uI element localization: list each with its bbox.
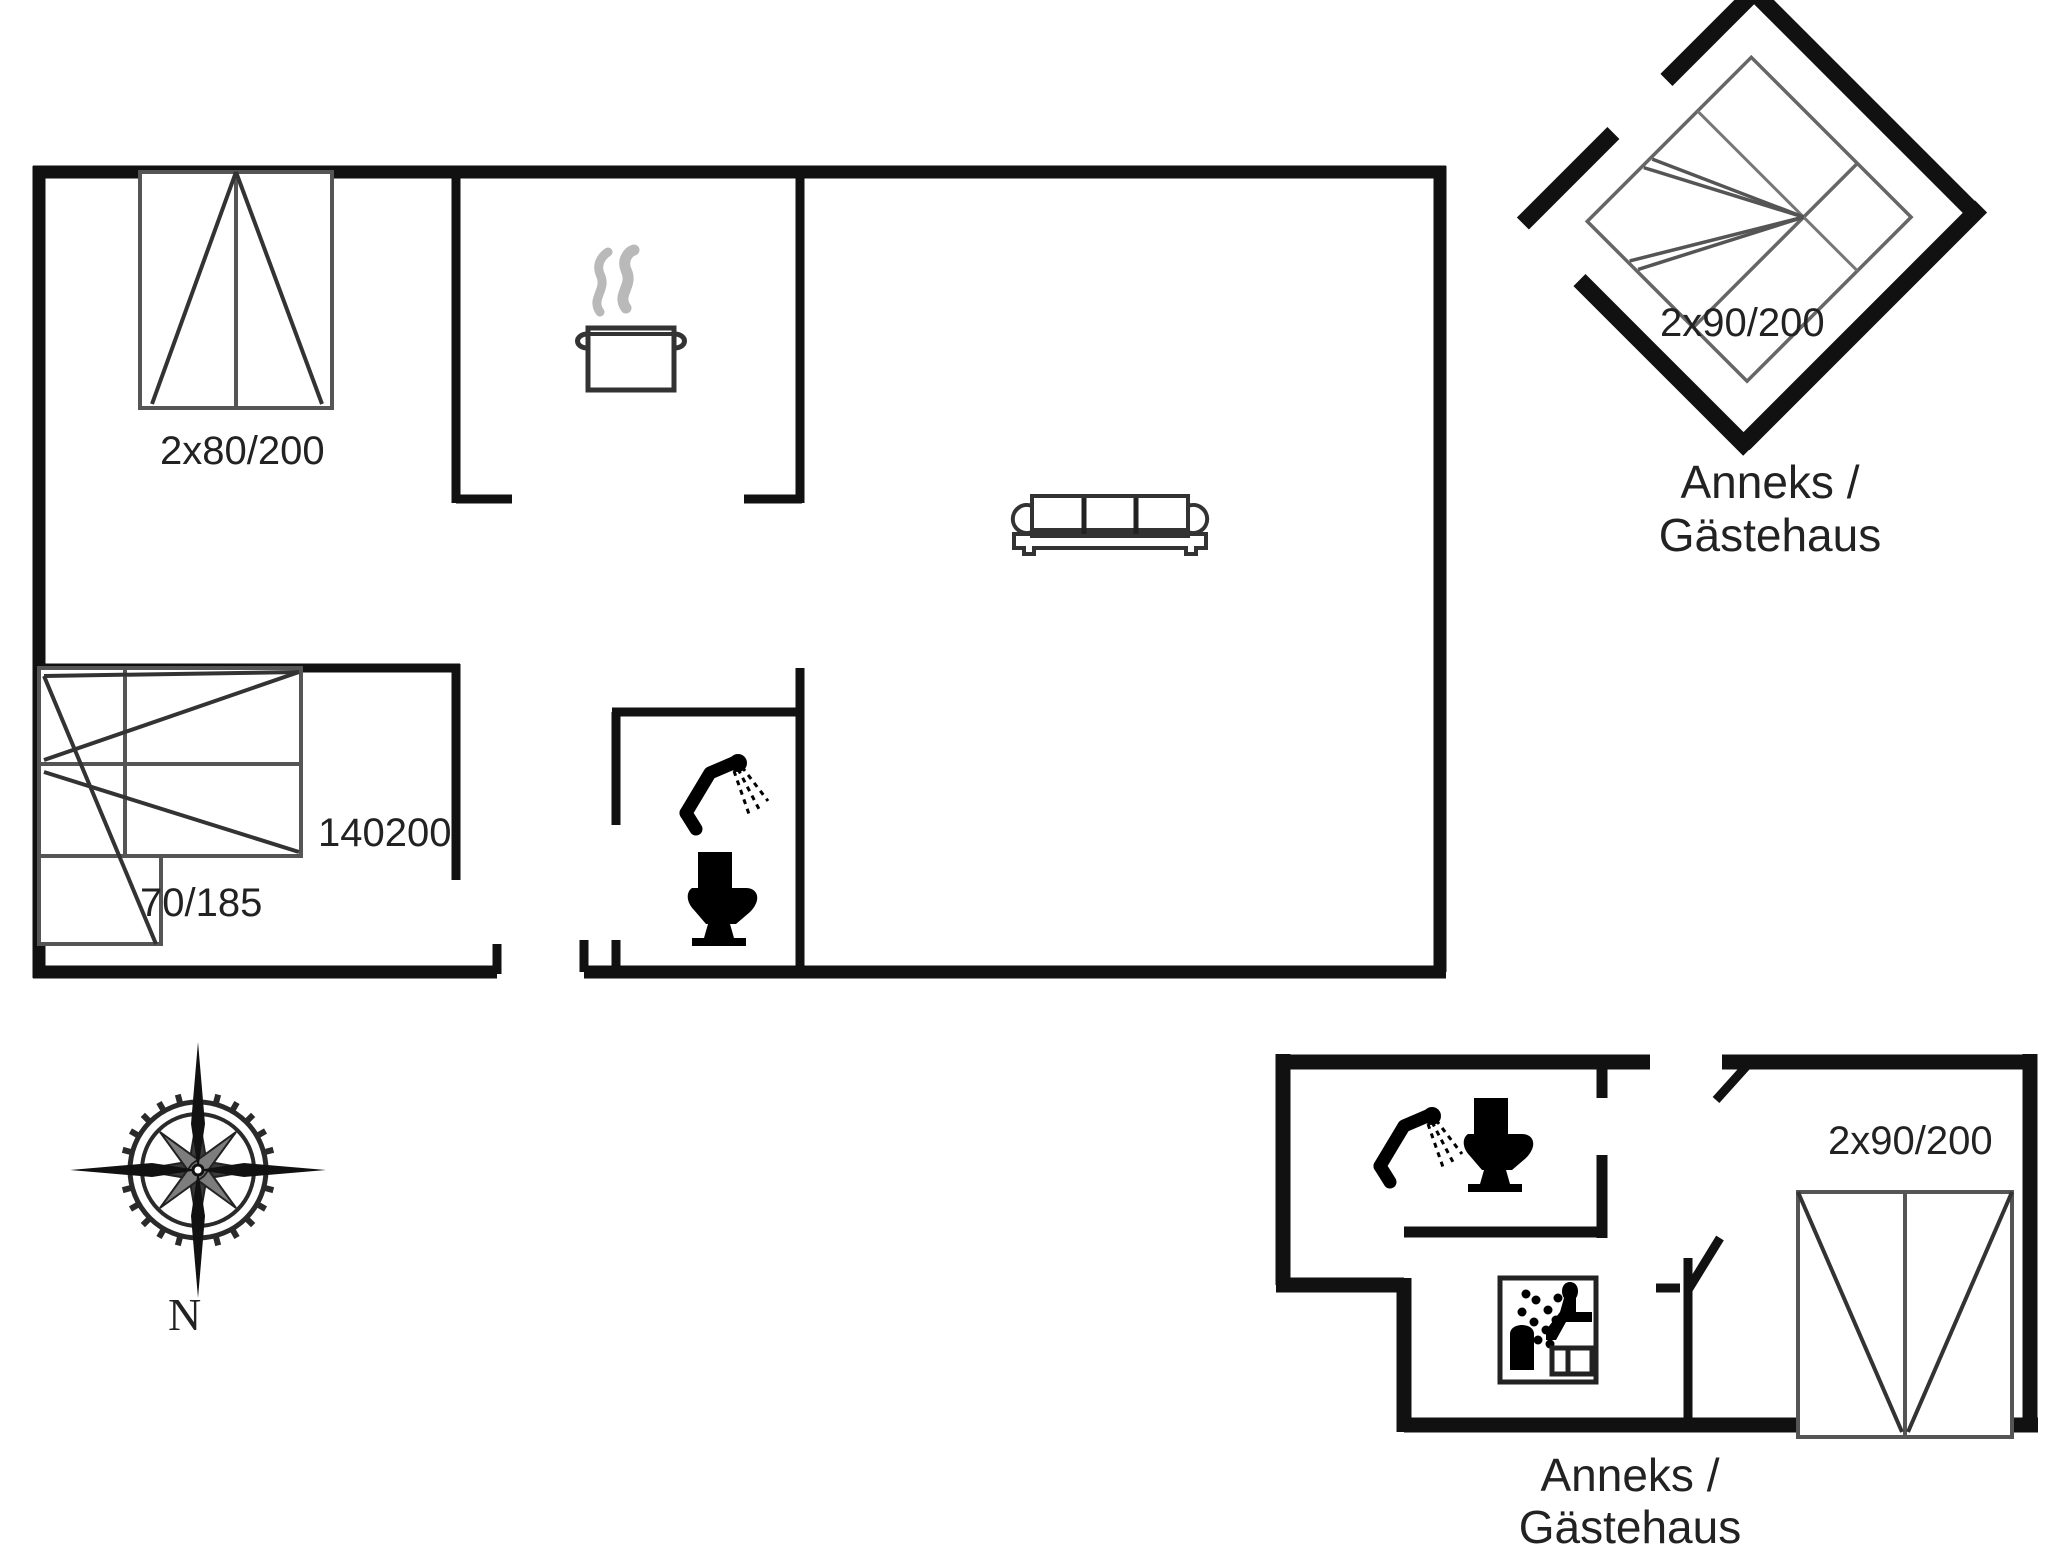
dimension-door-lower-left: 70/185 xyxy=(140,881,263,925)
compass-north-label: N xyxy=(168,1289,202,1340)
annex-bottom-group xyxy=(1275,1054,2038,1439)
annex-bottom-caption-line2: Gästehaus xyxy=(1518,1501,1742,1553)
shower-icon xyxy=(1380,1107,1462,1182)
annex-top-caption-line2: Gästehaus xyxy=(1658,509,1882,561)
cooking-pot-icon xyxy=(578,250,685,390)
toilet-icon xyxy=(1463,1098,1534,1192)
window-bedroom-top xyxy=(138,170,334,410)
annex-bottom-caption-line1: Anneks / xyxy=(1540,1449,1720,1501)
window-bedroom-lower xyxy=(37,666,303,858)
main-house-interior-walls xyxy=(39,172,805,972)
annex-top-window xyxy=(1584,54,1914,384)
compass-rose xyxy=(70,1042,326,1298)
dimension-annex-bottom-window: 2x90/200 xyxy=(1828,1119,1993,1163)
dimension-window-bedroom-top: 2x80/200 xyxy=(160,429,325,473)
annex-bottom-bath-partition xyxy=(1404,1062,1608,1238)
dimension-window-bedroom-lower: 140200 xyxy=(318,811,452,855)
main-house-group xyxy=(32,165,1447,979)
shower-icon xyxy=(686,754,768,829)
sauna-icon xyxy=(1500,1278,1596,1382)
door-lower-left xyxy=(37,675,163,946)
annex-top-caption-line1: Anneks / xyxy=(1680,456,1860,508)
annex-top-group xyxy=(1516,0,1988,456)
toilet-icon xyxy=(687,852,758,946)
dimension-annex-top-window: 2x90/200 xyxy=(1660,301,1825,345)
annex-bottom-door xyxy=(1656,1056,1756,1425)
sofa-icon xyxy=(1013,496,1207,554)
annex-bottom-window xyxy=(1796,1190,2014,1439)
annex-top-walls xyxy=(1516,0,1988,456)
